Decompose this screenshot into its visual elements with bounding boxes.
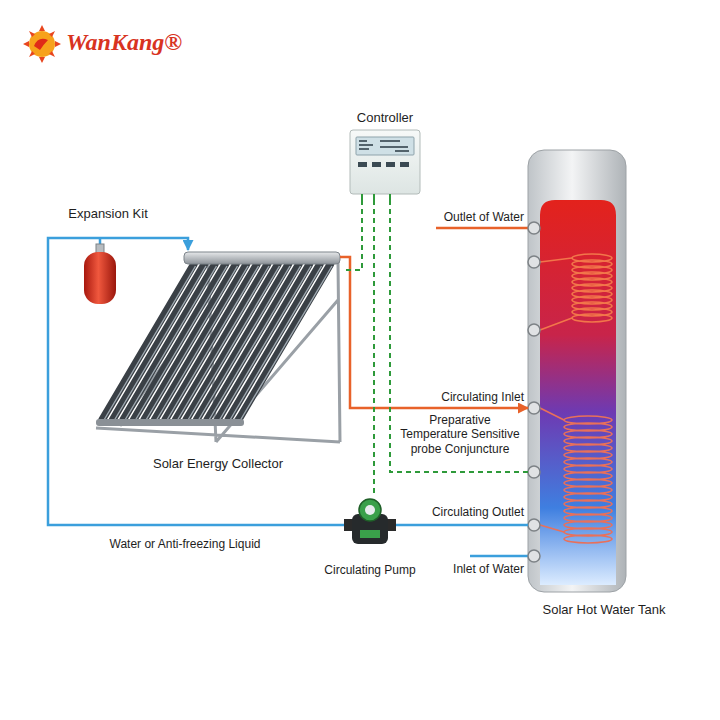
- logo-swirl: [34, 39, 48, 50]
- controller-button: [358, 162, 367, 167]
- expansion-kit-box: Expansion Kit: [58, 206, 158, 308]
- controller-box: Controller: [343, 110, 427, 200]
- port-label: Inlet of Water: [424, 562, 524, 576]
- kit-nipple: [96, 244, 104, 253]
- pipe-connector: [344, 257, 528, 408]
- pipe-connector: [420, 524, 528, 527]
- pump-band: [360, 530, 380, 538]
- cable-stubs: [362, 194, 390, 200]
- port-label: Outlet of Water: [410, 210, 524, 224]
- controller-housing: [350, 130, 420, 194]
- port-label: Circulating Inlet: [410, 390, 524, 404]
- controller-display: [356, 137, 414, 155]
- brand-logo: WanKang®: [66, 28, 216, 57]
- controller-button: [386, 162, 395, 167]
- component-label: Controller: [357, 110, 413, 126]
- controller-button: [400, 162, 409, 167]
- control-wire: [390, 200, 528, 472]
- tank-port: [528, 519, 540, 531]
- component-label: Solar Energy Collector: [153, 456, 283, 472]
- tank-port: [528, 324, 540, 336]
- upper-coil: [572, 254, 612, 322]
- edge-label: Water or Anti-freezing Liquid: [60, 537, 310, 551]
- logo-rays: [23, 25, 61, 63]
- tank-interior: [540, 200, 616, 585]
- tank-port: [528, 256, 540, 268]
- tube-highlights: [104, 266, 332, 420]
- pump-cap: [365, 505, 375, 515]
- collector-box: Solar Energy Collector: [92, 250, 344, 472]
- component-label: Circulating Pump: [324, 563, 415, 578]
- coil-leads: [540, 258, 572, 330]
- collector-frame: [96, 262, 340, 442]
- component-label: Solar Hot Water Tank: [543, 602, 666, 618]
- lower-coil: [564, 416, 612, 543]
- tank-port: [528, 550, 540, 562]
- sensor-label: Preparative Temperature Sensitive probe …: [396, 413, 524, 456]
- tank-port: [528, 402, 540, 414]
- control-wire: [344, 200, 362, 270]
- hot-water-outlet-pipe: [436, 227, 528, 230]
- tank-shell: [528, 150, 626, 592]
- display-segments: [359, 141, 409, 151]
- controller-button: [372, 162, 381, 167]
- component-label: Expansion Kit: [68, 206, 148, 222]
- collector-bottom-rail: [96, 419, 244, 426]
- pump-box: Circulating Pump: [320, 496, 420, 578]
- pipe-stub: [340, 256, 344, 259]
- tank-box: Solar Hot Water Tank: [528, 148, 680, 618]
- coil-leads: [540, 408, 564, 532]
- pipe-connector: [48, 238, 320, 525]
- collector-manifold: [184, 252, 340, 264]
- pump-motor: [359, 499, 381, 521]
- port-label: Circulating Outlet: [424, 505, 524, 519]
- vacuum-tubes: [102, 264, 331, 420]
- control-wire: [373, 200, 375, 496]
- expansion-vessel: [84, 252, 116, 304]
- tank-port: [528, 222, 540, 234]
- tank-port: [528, 466, 540, 478]
- cold-water-inlet-pipe: [470, 555, 528, 558]
